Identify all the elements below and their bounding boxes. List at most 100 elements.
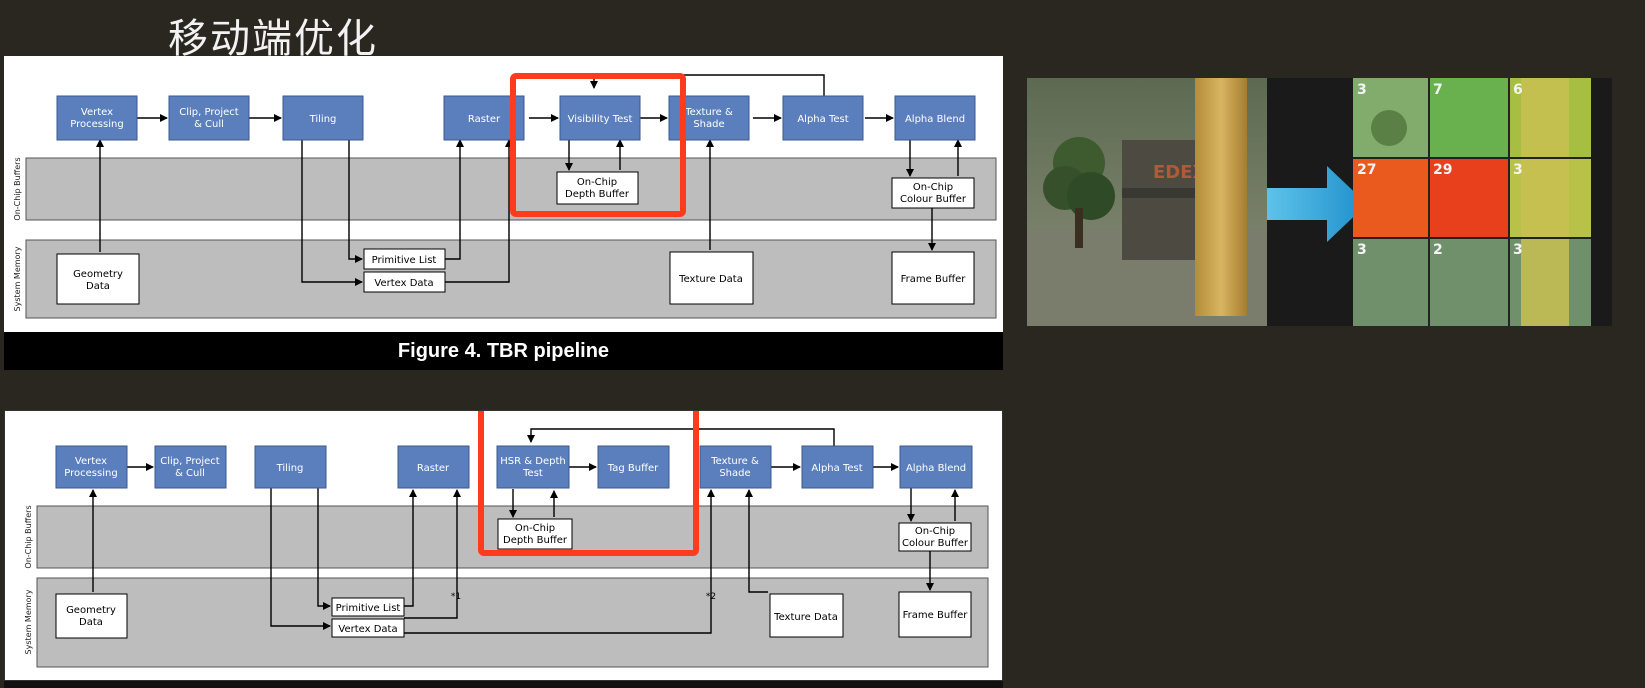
- raster-stage: Raster: [398, 446, 469, 488]
- tile-count: 2: [1433, 242, 1443, 258]
- svg-text:Vertex: Vertex: [81, 107, 113, 118]
- note-2: *2: [706, 592, 716, 602]
- alpha-blend-stage: Alpha Blend: [900, 446, 972, 488]
- svg-text:Vertex Data: Vertex Data: [374, 278, 433, 289]
- svg-text:Tiling: Tiling: [276, 463, 304, 474]
- vertex-processing-stage: Vertex Processing: [57, 96, 137, 140]
- svg-text:Colour Buffer: Colour Buffer: [900, 194, 967, 205]
- tbdr-pipeline-figure: On-Chip Buffers System Memory: [4, 410, 1003, 681]
- svg-text:Data: Data: [79, 617, 103, 628]
- svg-text:Alpha Blend: Alpha Blend: [906, 463, 966, 474]
- svg-text:Vertex: Vertex: [75, 456, 107, 467]
- visibility-test-stage: Visibility Test: [560, 96, 640, 140]
- on-chip-band-label: On-Chip Buffers: [13, 157, 22, 220]
- frame-buffer: Frame Buffer: [899, 592, 971, 637]
- svg-text:Alpha Blend: Alpha Blend: [905, 114, 965, 125]
- svg-text:Clip, Project: Clip, Project: [160, 456, 220, 467]
- system-memory-band: [37, 578, 988, 667]
- svg-text:Tag Buffer: Tag Buffer: [607, 463, 659, 474]
- svg-text:& Cull: & Cull: [194, 119, 224, 130]
- scene-after: 3 7 6 27 29 3 3 2 3: [1353, 78, 1591, 326]
- svg-text:Geometry: Geometry: [66, 605, 116, 616]
- clip-project-cull-stage: Clip, Project & Cull: [169, 96, 249, 140]
- frame-buffer: Frame Buffer: [892, 252, 974, 304]
- primitive-list: Primitive List: [364, 249, 445, 269]
- note-1: *1: [451, 592, 461, 602]
- geometry-data: Geometry Data: [57, 254, 139, 304]
- svg-text:HSR & Depth: HSR & Depth: [500, 456, 565, 467]
- tile-count: 3: [1513, 162, 1523, 178]
- svg-text:Depth Buffer: Depth Buffer: [503, 535, 568, 546]
- svg-text:Primitive List: Primitive List: [336, 603, 401, 614]
- tile-count: 3: [1357, 242, 1367, 258]
- on-chip-band-label: On-Chip Buffers: [24, 505, 33, 568]
- svg-text:Frame Buffer: Frame Buffer: [903, 610, 969, 621]
- tile-count: 27: [1357, 162, 1376, 178]
- tbr-pipeline-figure: On-Chip Buffers System Memory Ver: [4, 56, 1003, 332]
- svg-text:Texture Data: Texture Data: [678, 274, 743, 285]
- scene-before: EDEX: [1027, 78, 1267, 326]
- svg-text:Raster: Raster: [417, 463, 450, 474]
- vertex-processing-stage: Vertex Processing: [56, 446, 127, 488]
- svg-text:Processing: Processing: [64, 468, 117, 479]
- on-chip-depth-buffer: On-Chip Depth Buffer: [498, 519, 572, 549]
- svg-text:Texture &: Texture &: [710, 456, 759, 467]
- svg-text:Alpha Test: Alpha Test: [797, 114, 848, 125]
- tbr-diagram: On-Chip Buffers System Memory Ver: [4, 56, 1003, 332]
- system-memory-band: [26, 240, 996, 318]
- svg-text:On-Chip: On-Chip: [913, 182, 953, 193]
- on-chip-colour-buffer: On-Chip Colour Buffer: [899, 523, 971, 551]
- svg-text:Data: Data: [86, 281, 110, 292]
- svg-text:Primitive List: Primitive List: [372, 255, 437, 266]
- tile-visibility-illustration: EDEX 3 7 6 27 29 3: [1027, 78, 1612, 326]
- system-memory-band-label: System Memory: [13, 246, 22, 311]
- svg-text:Tiling: Tiling: [309, 114, 337, 125]
- tiling-stage: Tiling: [255, 446, 326, 488]
- svg-text:Depth Buffer: Depth Buffer: [565, 189, 630, 200]
- svg-text:Raster: Raster: [468, 114, 501, 125]
- svg-text:Shade: Shade: [719, 468, 750, 479]
- svg-text:Colour Buffer: Colour Buffer: [902, 538, 969, 549]
- tile-count: 3: [1513, 242, 1523, 258]
- svg-text:Vertex Data: Vertex Data: [338, 624, 397, 635]
- svg-text:Geometry: Geometry: [73, 269, 123, 280]
- texture-data: Texture Data: [670, 252, 753, 304]
- alpha-blend-stage: Alpha Blend: [895, 96, 975, 140]
- tbdr-diagram: On-Chip Buffers System Memory: [5, 411, 1002, 680]
- texture-data: Texture Data: [770, 594, 843, 637]
- tile-count: 6: [1513, 82, 1523, 98]
- on-chip-depth-buffer: On-Chip Depth Buffer: [557, 172, 638, 204]
- tile-count: 3: [1357, 82, 1367, 98]
- figure-bottom-bar: [4, 681, 1003, 688]
- tile-scene: EDEX 3 7 6 27 29 3: [1027, 78, 1612, 326]
- texture-shade-stage: Texture & Shade: [700, 446, 771, 488]
- system-memory-band-label: System Memory: [24, 589, 33, 654]
- clip-project-cull-stage: Clip, Project & Cull: [155, 446, 226, 488]
- svg-text:Visibility Test: Visibility Test: [568, 114, 633, 125]
- alpha-test-stage: Alpha Test: [802, 446, 873, 488]
- svg-text:Shade: Shade: [693, 119, 724, 130]
- vertex-data: Vertex Data: [332, 619, 404, 637]
- tiling-stage: Tiling: [283, 96, 363, 140]
- svg-text:On-Chip: On-Chip: [915, 526, 955, 537]
- svg-text:Texture Data: Texture Data: [773, 612, 838, 623]
- hsr-depth-test-stage: HSR & Depth Test: [497, 446, 569, 488]
- svg-text:Texture &: Texture &: [684, 107, 733, 118]
- tag-buffer-stage: Tag Buffer: [598, 446, 669, 488]
- svg-text:Test: Test: [522, 468, 543, 479]
- svg-text:& Cull: & Cull: [175, 468, 205, 479]
- svg-text:Alpha Test: Alpha Test: [811, 463, 862, 474]
- figure-caption: Figure 4. TBR pipeline: [4, 332, 1003, 370]
- on-chip-colour-buffer: On-Chip Colour Buffer: [892, 178, 974, 208]
- vertex-data: Vertex Data: [364, 272, 445, 292]
- svg-text:Clip, Project: Clip, Project: [179, 107, 239, 118]
- primitive-list: Primitive List: [332, 598, 404, 616]
- svg-text:Frame Buffer: Frame Buffer: [901, 274, 967, 285]
- svg-text:Processing: Processing: [70, 119, 123, 130]
- alpha-test-stage: Alpha Test: [783, 96, 863, 140]
- arrow-right-icon: [1267, 166, 1367, 242]
- geometry-data: Geometry Data: [56, 594, 127, 638]
- tile-count: 29: [1433, 162, 1452, 178]
- svg-text:On-Chip: On-Chip: [515, 523, 555, 534]
- tile-count: 7: [1433, 82, 1443, 98]
